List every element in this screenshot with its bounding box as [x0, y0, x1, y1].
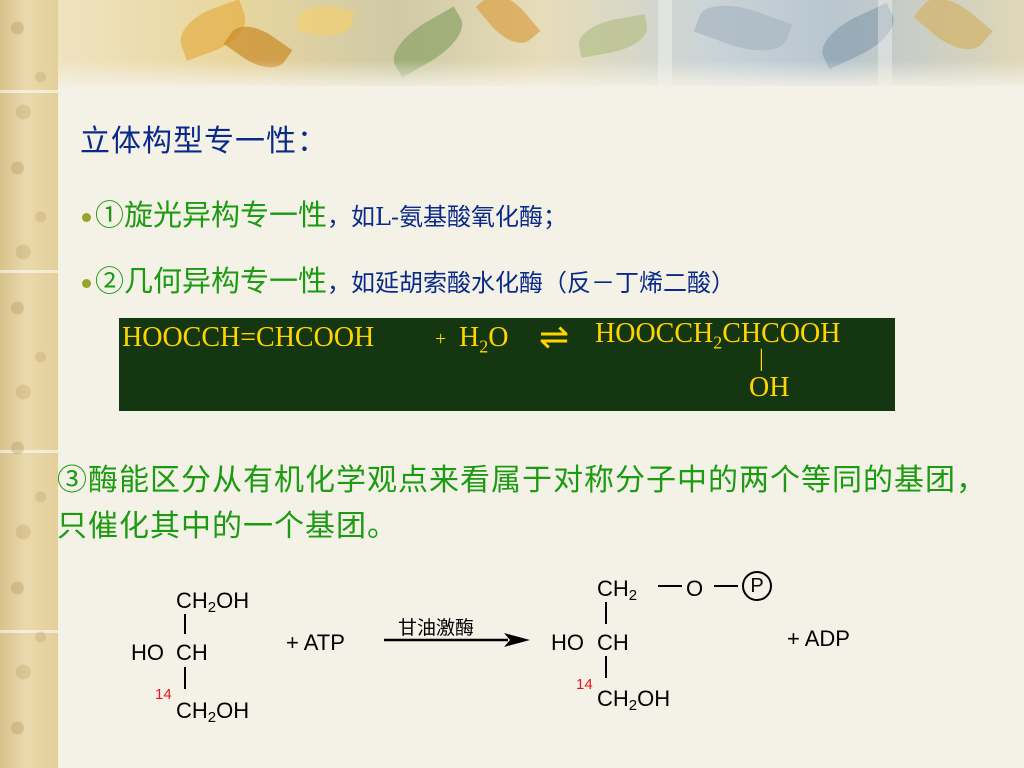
bullet-optical-isomer: ①旋光异构专一性，如L-氨基酸氧化酶； — [82, 192, 567, 234]
bond-line — [184, 614, 186, 634]
bond-line — [605, 602, 607, 624]
g3p-oxygen: O — [686, 576, 704, 601]
banner-fade — [58, 60, 1024, 90]
bullet-detail: ，如L-氨基酸氧化酶； — [327, 203, 568, 231]
glycerol-top-ch2oh: CH2OH — [176, 588, 250, 616]
bond-line — [714, 585, 738, 587]
equilibrium-arrow-icon: ⇌ — [539, 317, 570, 357]
product-malate: HOOCCH2CHCOOH — [595, 318, 841, 353]
hydroxyl-group: OH — [749, 372, 790, 403]
glycerol-mid-ch: CH — [176, 640, 208, 665]
fumarase-equation-box: HOOCCH=CHCOOH + H2O ⇌ HOOCCH2CHCOOH | OH — [119, 317, 895, 411]
enzyme-label: 甘油激酶 — [398, 617, 475, 639]
plus-adp: + ADP — [787, 626, 850, 651]
glycerol-bottom-ch2oh: CH2OH — [176, 698, 250, 726]
symmetric-group-paragraph: ③酶能区分从有机化学观点来看属于对称分子中的两个等同的基团，只催化其中的一个基团… — [57, 463, 987, 544]
isotope-label: 14 — [155, 686, 172, 703]
bullet-detail: ，如延胡索酸水化酶（反－丁烯二酸） — [327, 269, 736, 297]
bullet-dot-icon — [82, 212, 91, 222]
reactant-water: H2O — [459, 322, 509, 357]
g3p-mid-ho: HO — [551, 630, 584, 655]
parchment-border — [0, 0, 58, 768]
reactant-fumarate: HOOCCH=CHCOOH — [122, 322, 375, 353]
g3p-mid-ch: CH — [597, 630, 629, 655]
equation-plus: + — [435, 328, 447, 350]
isotope-label: 14 — [576, 676, 593, 693]
bond-line — [658, 585, 682, 587]
bond-line — [184, 667, 186, 689]
hydroxyl-bond: | — [759, 346, 764, 372]
plus-atp: + ATP — [286, 630, 345, 655]
bond-line — [605, 656, 607, 678]
g3p-top-ch2: CH2 — [597, 576, 638, 604]
phosphate-circle-icon: P — [742, 571, 772, 601]
bullet-dot-icon — [82, 278, 91, 288]
bullet-title: ①旋光异构专一性 — [95, 198, 328, 232]
bullet-geometric-isomer: ②几何异构专一性，如延胡索酸水化酶（反－丁烯二酸） — [82, 258, 735, 300]
glycerol-mid-ho: HO — [131, 640, 164, 665]
section-heading: 立体构型专一性： — [80, 124, 328, 159]
g3p-bottom-ch2oh: CH2OH — [597, 686, 671, 714]
reaction-arrow-icon — [384, 633, 530, 647]
bullet-title: ②几何异构专一性 — [95, 264, 328, 298]
